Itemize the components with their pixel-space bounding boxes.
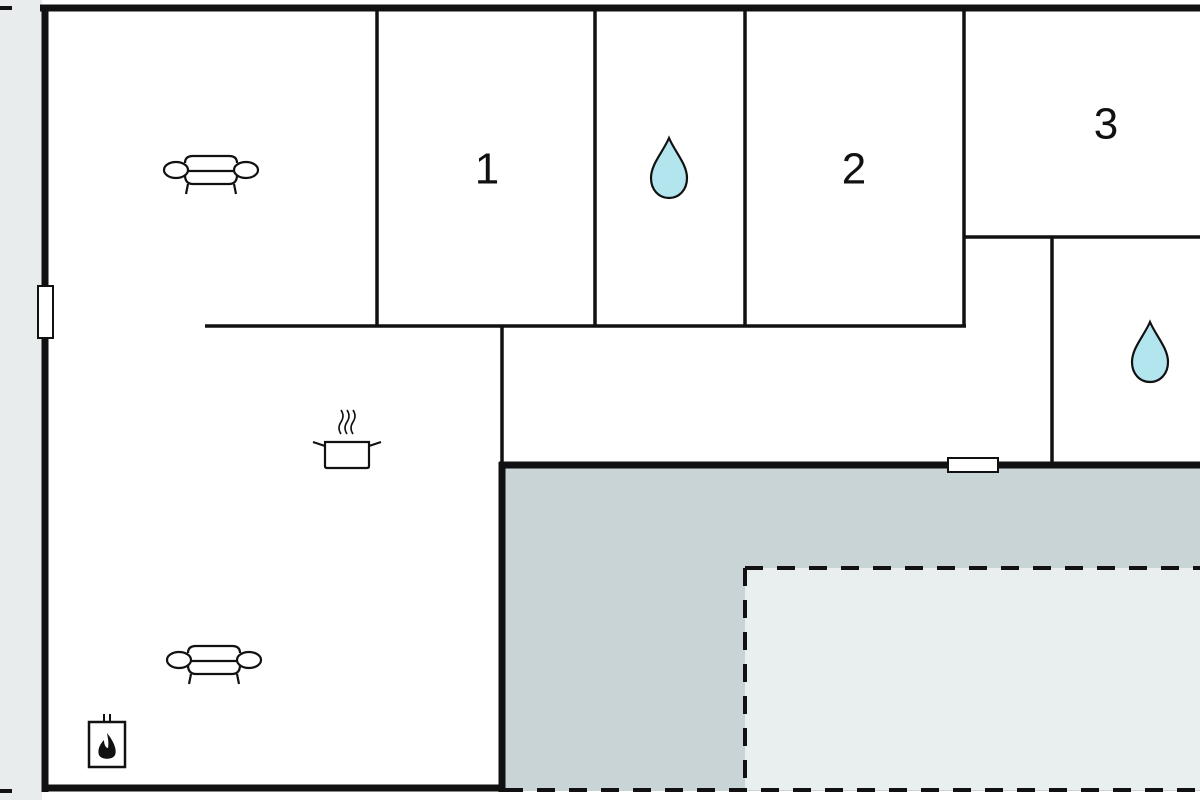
window-icon <box>37 285 54 339</box>
outside-bottom <box>42 791 1200 800</box>
room-label-bedroom-1: 1 <box>475 145 499 194</box>
window-icon <box>947 457 999 473</box>
room-label-bedroom-3: 3 <box>1094 100 1118 149</box>
water-drop-icon <box>1130 320 1170 384</box>
pool-area <box>745 568 1200 790</box>
water-drop-icon <box>649 136 689 200</box>
cooking-pot-icon <box>312 409 382 470</box>
fireplace-icon <box>87 714 127 769</box>
interior-walls <box>205 8 1200 465</box>
room-label-bedroom-2: 2 <box>842 145 866 194</box>
exterior-walls <box>40 4 1200 792</box>
sofa-icon <box>165 644 263 686</box>
pool-outline <box>0 6 1200 793</box>
sofa-icon <box>162 154 260 196</box>
outside-area <box>0 0 42 800</box>
